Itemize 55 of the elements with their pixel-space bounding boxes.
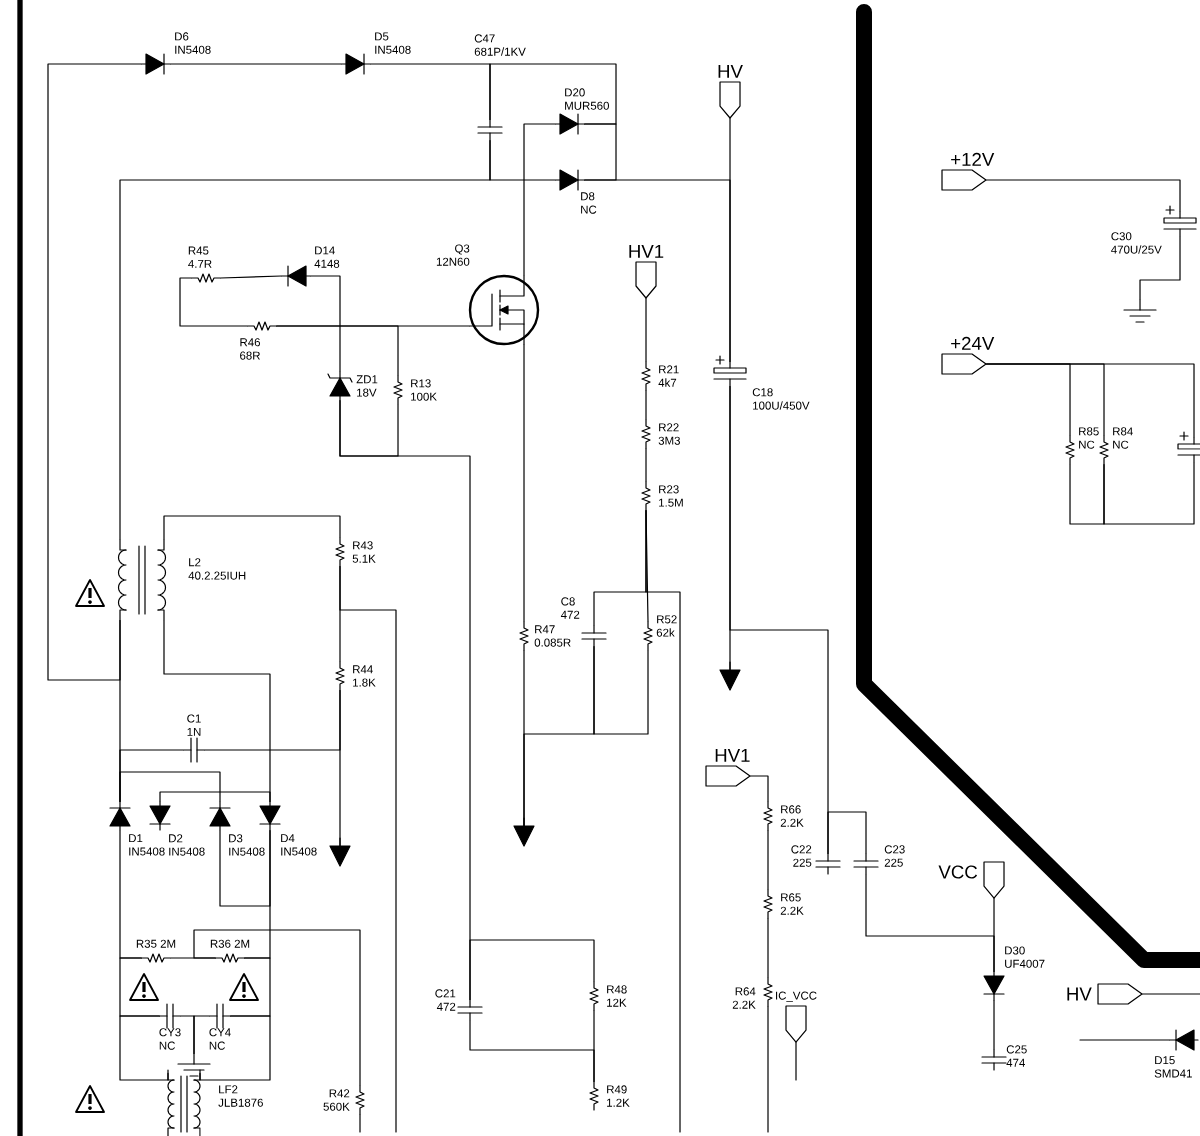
wire (584, 123, 617, 181)
wire (179, 277, 248, 327)
wire (1139, 236, 1181, 300)
wire (986, 179, 1181, 212)
wire (993, 1000, 995, 1050)
wire (767, 918, 769, 978)
wire (489, 140, 556, 181)
wire (523, 344, 525, 622)
wire (119, 771, 221, 802)
wire (339, 566, 397, 1133)
wire (645, 510, 681, 1133)
wire (163, 515, 341, 540)
wire (729, 118, 731, 362)
wire (47, 63, 142, 681)
ground-symbol (1123, 299, 1157, 323)
wire (193, 929, 361, 1086)
wire (767, 830, 769, 890)
wire (159, 791, 271, 802)
wire (469, 939, 595, 1000)
wire (795, 1042, 797, 1081)
wire (310, 275, 341, 372)
wire (119, 1015, 169, 1081)
wire (1079, 1039, 1170, 1041)
wire (993, 898, 995, 972)
wire (645, 448, 647, 482)
wire (220, 275, 282, 279)
wire (219, 830, 271, 907)
wire (645, 390, 647, 420)
wire (1142, 993, 1200, 995)
wire (489, 63, 617, 125)
port-label: HV1 (629, 244, 664, 258)
wire (170, 63, 342, 65)
wire (645, 298, 647, 362)
wire (523, 123, 556, 276)
wire (986, 363, 1195, 438)
wire (193, 1015, 210, 1054)
port-label: +12V (951, 152, 995, 166)
wire (767, 1006, 769, 1133)
wire (827, 811, 867, 854)
wire (1069, 464, 1105, 525)
wire (593, 646, 649, 735)
wire (1103, 462, 1195, 525)
port-label: HV (1067, 987, 1092, 1001)
wire (359, 1114, 361, 1133)
wire (276, 325, 399, 376)
wire (750, 775, 769, 802)
port-label: +24V (951, 336, 995, 350)
wire (204, 690, 341, 751)
wire (199, 1015, 271, 1081)
port-label: HV1 (715, 748, 750, 762)
wire (593, 1010, 595, 1082)
capacitor-symbol (1177, 431, 1200, 463)
port-label: VCC (938, 865, 978, 879)
port-label: HV (718, 64, 743, 78)
ground-symbol (177, 1053, 211, 1077)
